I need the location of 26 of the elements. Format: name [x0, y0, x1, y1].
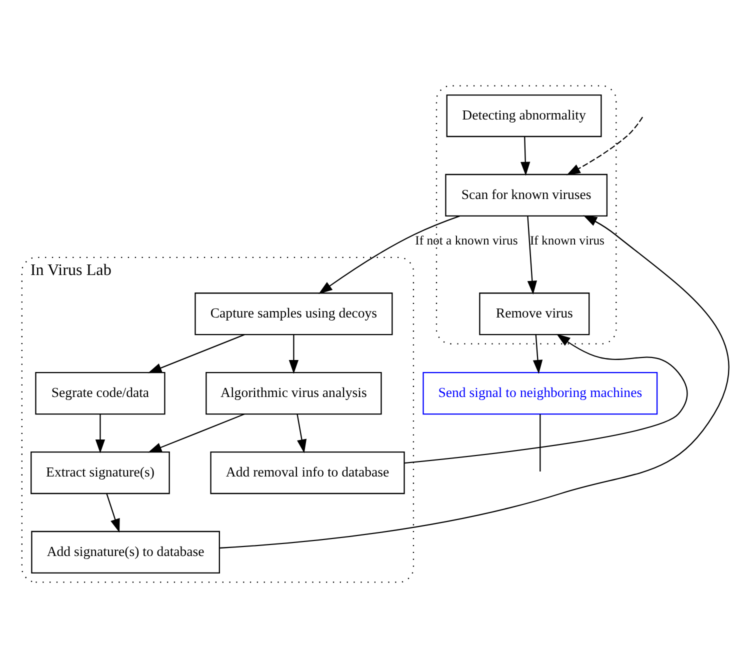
arrow — [106, 494, 120, 533]
node-box: Detecting abnormality — [446, 94, 602, 138]
node-box: Add removal info to database — [210, 451, 405, 494]
node-box: Remove virus — [479, 292, 590, 336]
node-box: Segrate code/data — [35, 372, 166, 415]
node-box: Algorithmic virus analysis — [206, 372, 382, 415]
node-box: Capture samples using decoys — [194, 292, 393, 336]
arrow — [566, 116, 644, 176]
node-box: Extract signature(s) — [30, 451, 170, 494]
edge-label: If not a known virus — [415, 234, 518, 248]
arrow — [532, 334, 543, 374]
arrow — [404, 334, 688, 464]
node-box: Scan for known viruses — [445, 174, 608, 217]
arrow — [95, 414, 106, 454]
arrow — [148, 334, 245, 374]
arrow — [318, 216, 460, 294]
arrow — [296, 414, 307, 454]
arrow — [288, 334, 299, 374]
connector — [540, 414, 541, 472]
arrow — [220, 215, 729, 549]
node-box: Add signature(s) to database — [31, 530, 220, 574]
arrow — [520, 136, 530, 176]
arrow — [527, 216, 538, 295]
node-box: Send signal to neighboring machines — [422, 372, 658, 415]
arrow — [148, 414, 245, 453]
edge-label: If known virus — [530, 234, 604, 248]
